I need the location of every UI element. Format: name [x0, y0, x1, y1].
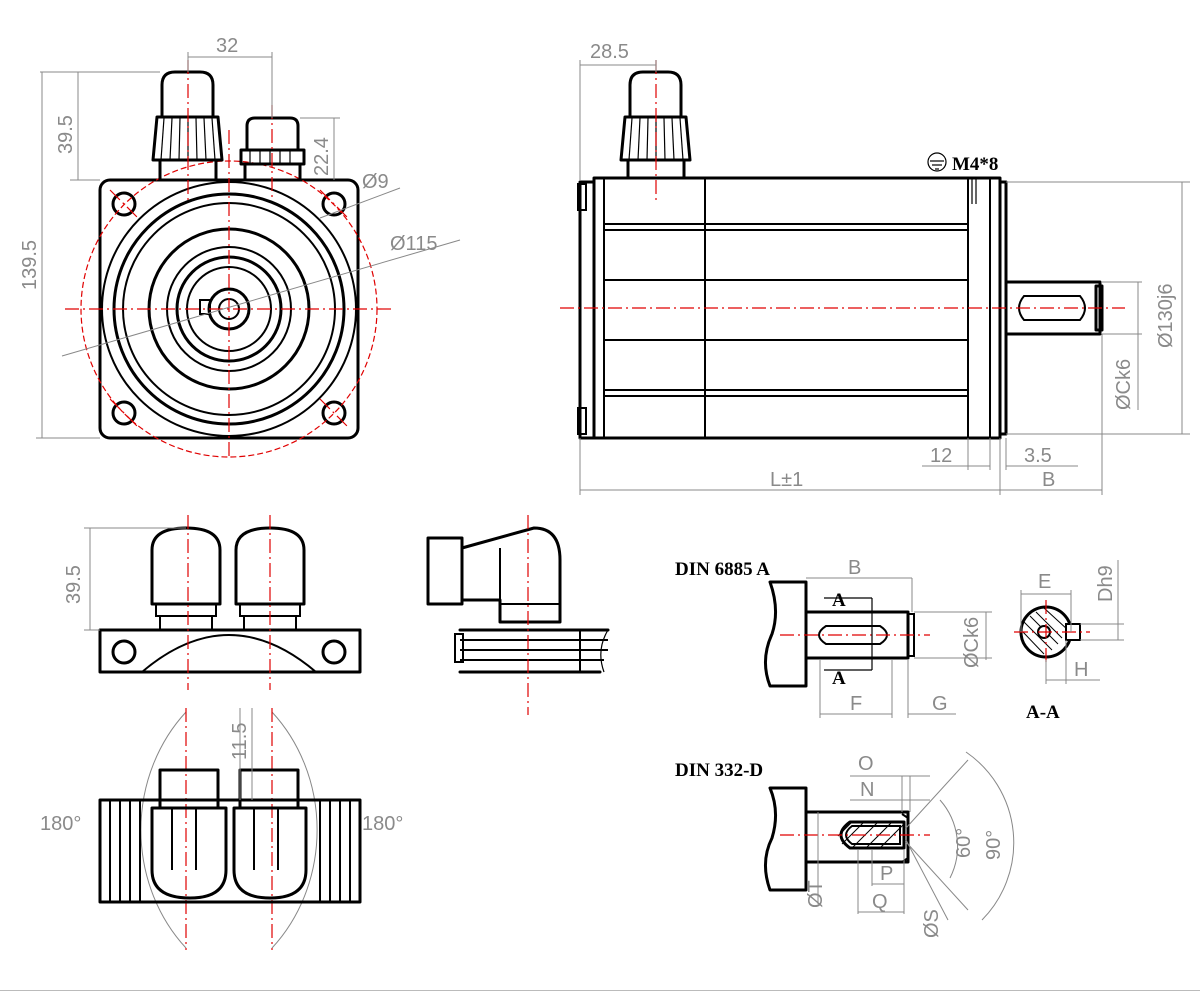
connector-angled-view: [426, 515, 610, 715]
dim-dia-130: Ø130j6: [1155, 284, 1177, 349]
side-view: M4*8 28.5 Ø130j6 ØCk6 12 3.5: [560, 41, 1190, 495]
dim-ck6-side: ØCk6: [1113, 359, 1135, 410]
dim-ck6-shaft: ØCk6: [961, 617, 983, 668]
connector-rotation-view: 11.5 180° 180°: [40, 708, 403, 950]
shaft-din-6885-a: DIN 6885 A A A B ØCk6 F G: [675, 557, 1124, 723]
section-a-a: E Dh9 H A-A: [1014, 560, 1124, 723]
dim-3-5: 3.5: [1024, 445, 1052, 467]
dim-q: Q: [872, 891, 888, 913]
dim-39-5-top: 39.5: [55, 115, 77, 154]
front-view: 32 39.5 22.4 139.5 Ø9 Ø115: [19, 35, 461, 460]
dim-11-5: 11.5: [229, 723, 251, 760]
ground-screw-label: M4*8: [952, 154, 998, 175]
dim-180-left: 180°: [40, 813, 81, 835]
encoder-connector-front: [239, 105, 306, 200]
ground-icon: [927, 152, 947, 172]
dim-dia-9: Ø9: [362, 171, 389, 193]
shaft-din-332-d: DIN 332-D O N P Q ØT ØS 60°: [675, 751, 1015, 938]
dim-f: F: [850, 693, 862, 715]
dim-g: G: [932, 693, 948, 715]
dim-12: 12: [930, 445, 952, 467]
dim-b-shaft: B: [848, 557, 861, 579]
dim-l: L±1: [770, 469, 803, 491]
dim-s: ØS: [921, 909, 943, 938]
dim-90-deg: 90°: [983, 830, 1005, 860]
din-6885-title: DIN 6885 A: [675, 559, 770, 580]
dim-139-5: 139.5: [19, 240, 41, 290]
front-dimensions: 32 39.5 22.4 139.5 Ø9 Ø115: [19, 35, 461, 439]
power-connector-side: [619, 60, 692, 200]
dim-dia-115: Ø115: [390, 233, 437, 255]
din-332-title: DIN 332-D: [675, 760, 763, 781]
connector-straight-view: 39.5: [63, 515, 362, 690]
dim-39-5-connector: 39.5: [63, 565, 85, 604]
dim-p: P: [880, 863, 893, 885]
section-a-bottom: A: [832, 668, 846, 689]
dim-28-5: 28.5: [590, 41, 629, 63]
dim-h: H: [1074, 659, 1088, 681]
section-a-top: A: [832, 590, 846, 611]
dim-e: E: [1038, 571, 1051, 593]
dim-t: ØT: [805, 880, 827, 908]
dim-o: O: [858, 753, 874, 775]
dim-22-4: 22.4: [311, 137, 333, 176]
dim-32: 32: [216, 35, 238, 57]
dim-dh9: Dh9: [1095, 565, 1117, 602]
page-bottom-rule: [0, 990, 1200, 991]
dim-60-deg: 60°: [953, 828, 975, 858]
side-dimensions: 28.5 Ø130j6 ØCk6 12 3.5 L±1 B: [579, 41, 1190, 495]
dim-180-right: 180°: [362, 813, 403, 835]
dim-n: N: [860, 779, 874, 801]
power-connector-front: [151, 60, 224, 200]
dim-b-side: B: [1042, 469, 1055, 491]
section-a-a-label: A-A: [1026, 702, 1060, 723]
